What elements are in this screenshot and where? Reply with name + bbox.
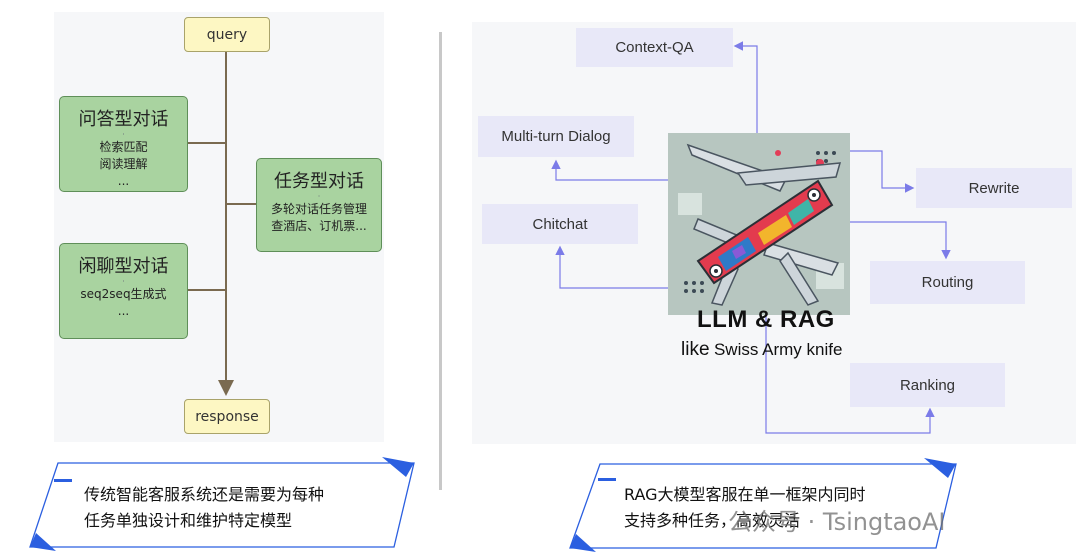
swiss-army-knife-icon (668, 133, 850, 315)
chitchat-label: Chitchat (532, 215, 588, 233)
llm-rag-subtitle: like Swiss Army knife (681, 339, 842, 361)
qa-line-1: 检索匹配 (99, 140, 148, 154)
task-line-1: 多轮对话任务管理 (270, 202, 367, 216)
subtitle-rest: Swiss Army knife (713, 340, 843, 359)
vertical-divider (439, 32, 442, 490)
qa-line-3: ... (117, 174, 130, 188)
context-qa-label: Context-QA (615, 39, 694, 56)
watermark-text: 公众号 · TsingtaoAI (728, 508, 946, 536)
routing-label: Routing (921, 274, 974, 291)
swiss-army-knife-illustration (668, 133, 850, 315)
subtitle-like: like (681, 339, 710, 360)
ranking-label: Ranking (899, 376, 956, 394)
qa-line-2: 阅读理解 (99, 157, 148, 171)
llm-rag-title: LLM & RAG (697, 306, 835, 333)
ranking-box: Ranking (850, 363, 1005, 407)
rewrite-label: Rewrite (968, 179, 1020, 197)
qa-dot: · (122, 130, 125, 139)
chitchat-box: Chitchat (482, 204, 638, 244)
query-label: query (206, 26, 248, 43)
multi-turn-label: Multi-turn Dialog (501, 128, 611, 145)
query-node: query (184, 17, 270, 52)
task-title: 任务型对话 (274, 171, 364, 192)
chat-line-1: seq2seq生成式 (80, 287, 167, 301)
context-qa-box: Context-QA (576, 28, 733, 67)
chitchat-dialog-node: 闲聊型对话 · seq2seq生成式 ... (59, 243, 188, 339)
routing-box: Routing (870, 261, 1025, 304)
left-callout-frame (29, 457, 415, 551)
qa-dialog-node: 问答型对话 · 检索匹配 阅读理解 ... (59, 96, 188, 192)
rewrite-box: Rewrite (916, 168, 1072, 208)
response-node: response (184, 399, 270, 434)
chat-line-2: ... (117, 304, 130, 318)
chat-title: 闲聊型对话 (78, 256, 169, 277)
left-callout-line-1: 传统智能客服系统还是需要为每种 (84, 485, 325, 504)
right-callout-frame (569, 458, 957, 552)
multi-turn-dialog-box: Multi-turn Dialog (478, 116, 634, 157)
right-callout-line-2: 支持多种任务，高效灵活 (624, 511, 801, 530)
left-callout-text: 传统智能客服系统还是需要为每种 任务单独设计和维护特定模型 (84, 482, 324, 534)
qa-title: 问答型对话 (78, 109, 169, 130)
right-callout-text: RAG大模型客服在单一框架内同时 支持多种任务，高效灵活 (624, 482, 866, 534)
chat-dot: · (122, 277, 125, 286)
left-callout-line-2: 任务单独设计和维护特定模型 (84, 511, 293, 530)
task-dot: · (317, 192, 321, 201)
response-label: response (195, 408, 259, 425)
task-dialog-node: 任务型对话 · 多轮对话任务管理 查酒店、订机票... (256, 158, 382, 252)
right-callout-line-1: RAG大模型客服在单一框架内同时 (624, 485, 866, 504)
task-line-2: 查酒店、订机票... (271, 219, 367, 233)
